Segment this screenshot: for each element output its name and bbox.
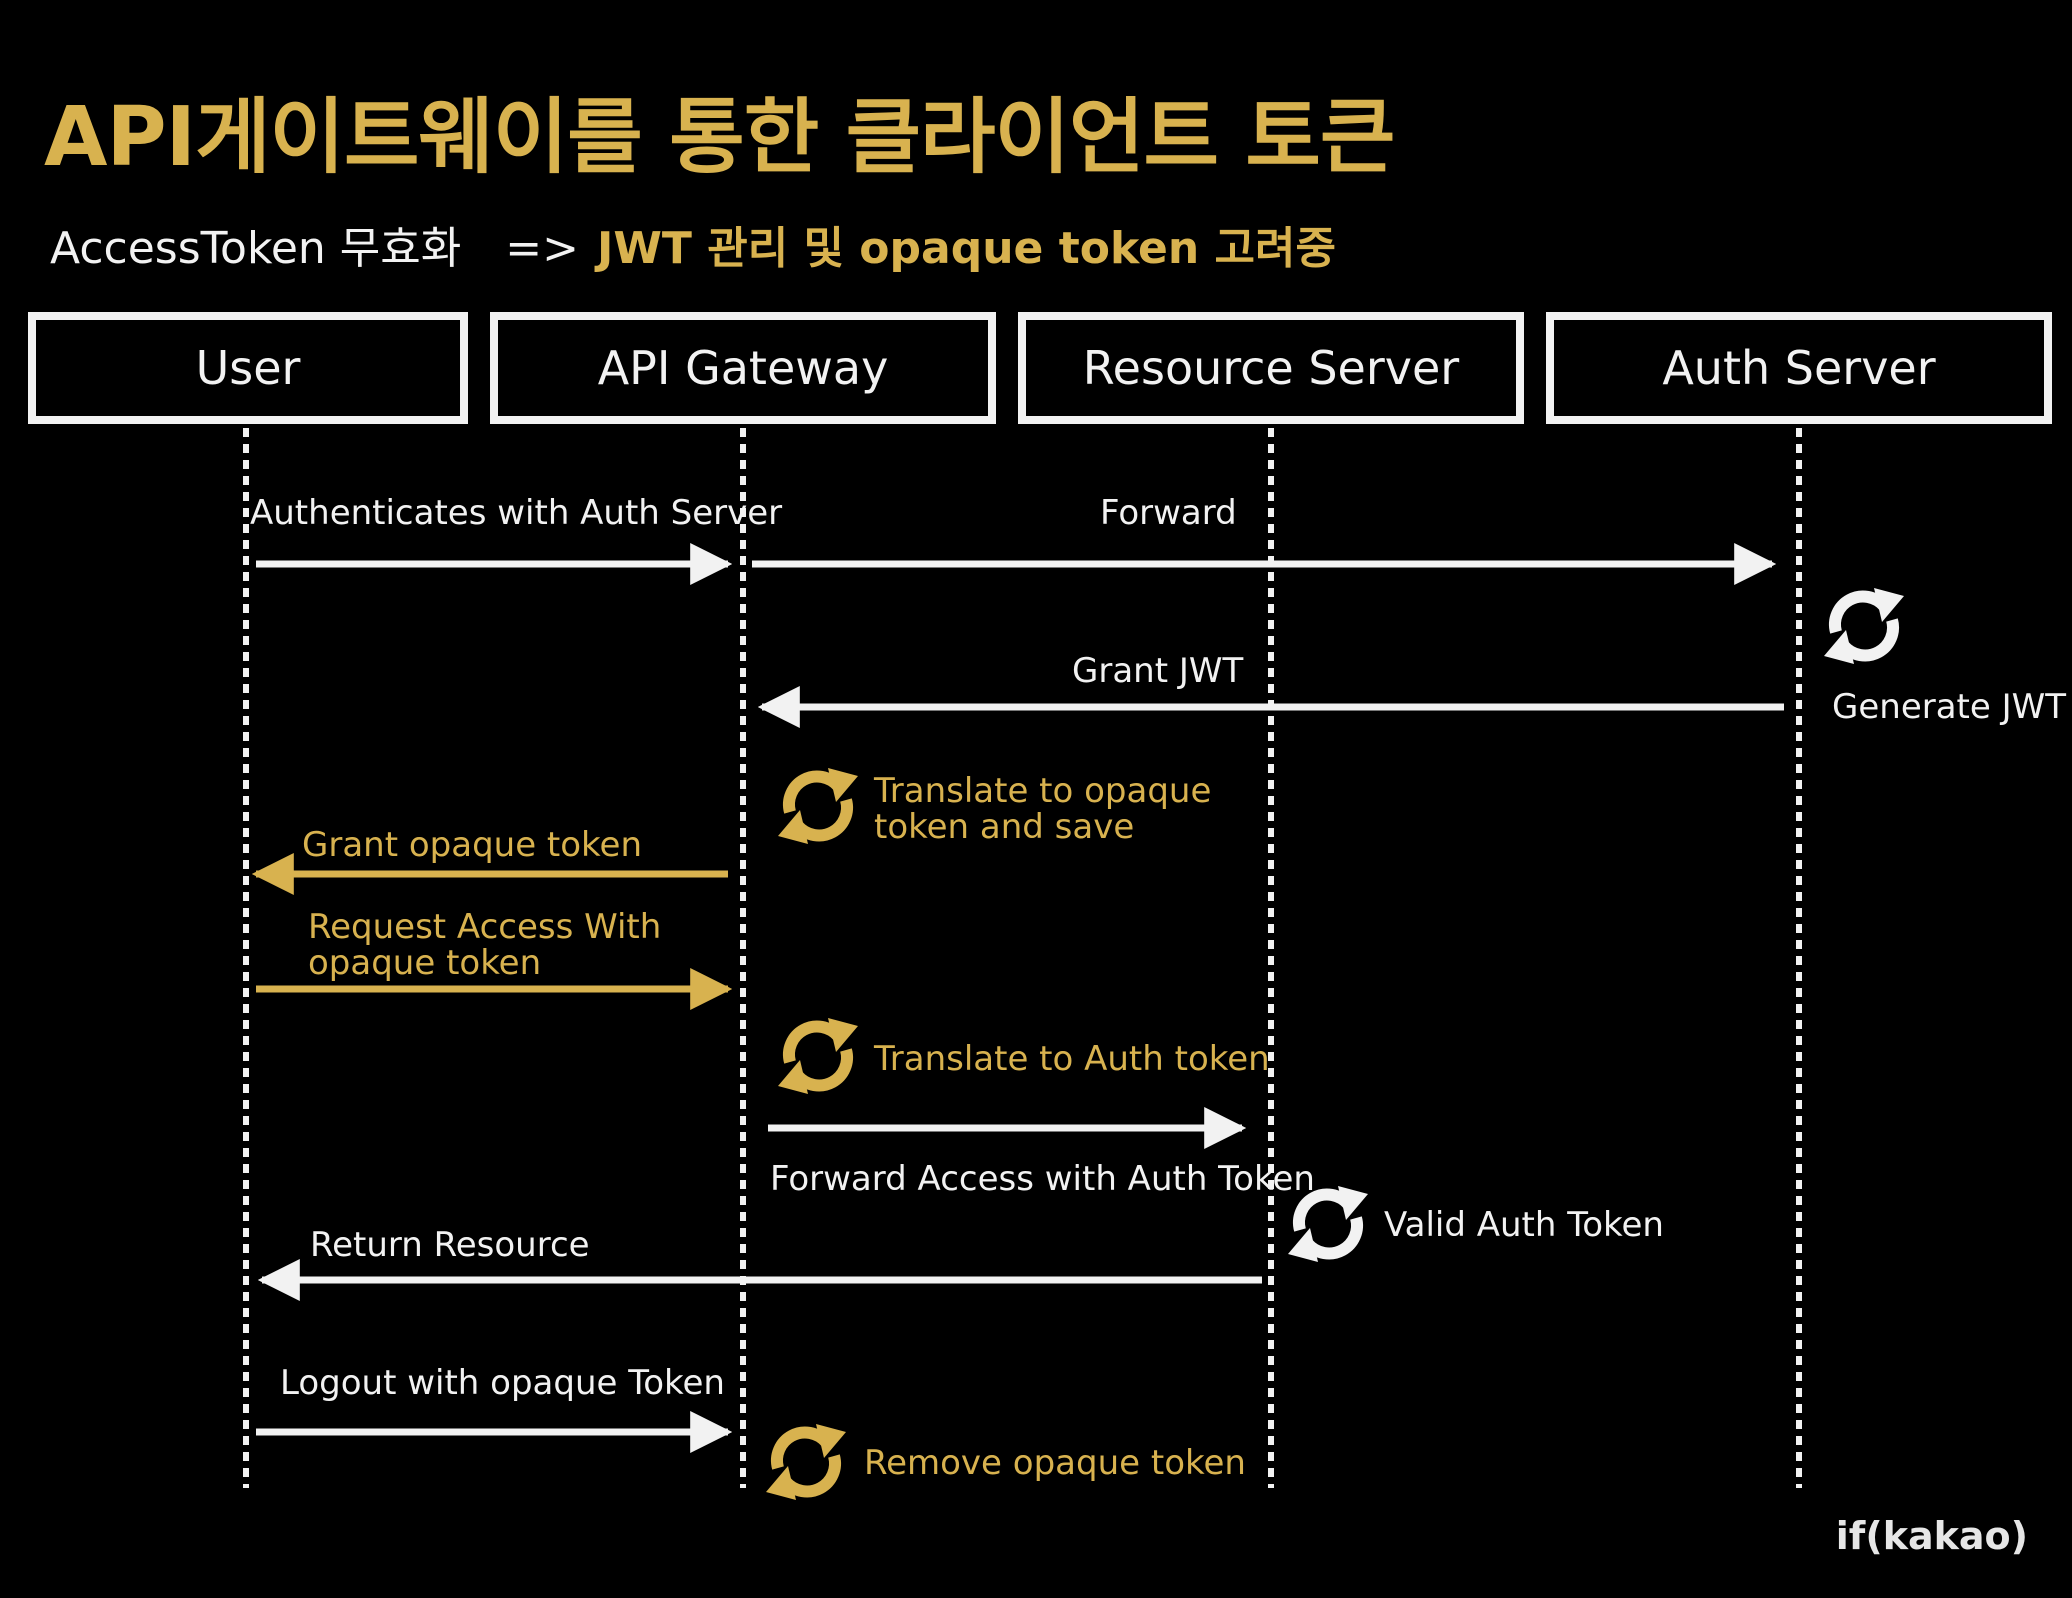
subtitle-arrow: =>: [505, 223, 579, 274]
page-title: API게이트웨이를 통한 클라이언트 토큰: [44, 90, 1395, 185]
subtitle-left: AccessToken 무효화: [50, 223, 462, 274]
message-authenticates: Authenticates with Auth Server: [250, 493, 783, 533]
refresh-cycle-icon: [778, 768, 858, 844]
message-request-access-line2: opaque token: [308, 942, 542, 983]
subtitle: AccessToken 무효화 => JWT 관리 및 opaque token 고…: [50, 212, 1336, 276]
message-return-resource: Return Resource: [310, 1225, 590, 1265]
label-remove-opaque: Remove opaque token: [864, 1443, 1246, 1483]
label-valid-auth: Valid Auth Token: [1384, 1205, 1664, 1245]
refresh-cycle-icon: [766, 1424, 846, 1500]
actor-api-gateway: API Gateway: [490, 312, 996, 424]
refresh-cycle-icon: [1824, 588, 1904, 664]
message-grant-jwt: Grant JWT: [1072, 651, 1244, 691]
label-translate-opaque-line1: Translate to opaque: [874, 771, 1212, 811]
refresh-cycle-icon: [778, 1018, 858, 1094]
label-translate-auth: Translate to Auth token: [874, 1039, 1270, 1079]
label-translate-opaque: Translate to opaque token and save: [874, 771, 1212, 847]
message-grant-opaque: Grant opaque token: [302, 825, 642, 865]
message-request-access-line1: Request Access With: [308, 907, 662, 947]
actor-user: User: [28, 312, 468, 424]
message-logout: Logout with opaque Token: [280, 1363, 725, 1403]
message-request-access: Request Access With opaque token: [308, 907, 662, 983]
brand-logo: if(kakao): [1835, 1514, 2028, 1558]
actor-resource-server: Resource Server: [1018, 312, 1524, 424]
message-forward-access: Forward Access with Auth Token: [770, 1159, 1315, 1199]
label-generate-jwt: Generate JWT: [1832, 687, 2067, 727]
message-forward: Forward: [1100, 493, 1237, 533]
subtitle-highlight: JWT 관리 및 opaque token 고려중: [596, 223, 1336, 274]
actor-auth-server: Auth Server: [1546, 312, 2052, 424]
label-translate-opaque-line2: token and save: [874, 806, 1135, 847]
